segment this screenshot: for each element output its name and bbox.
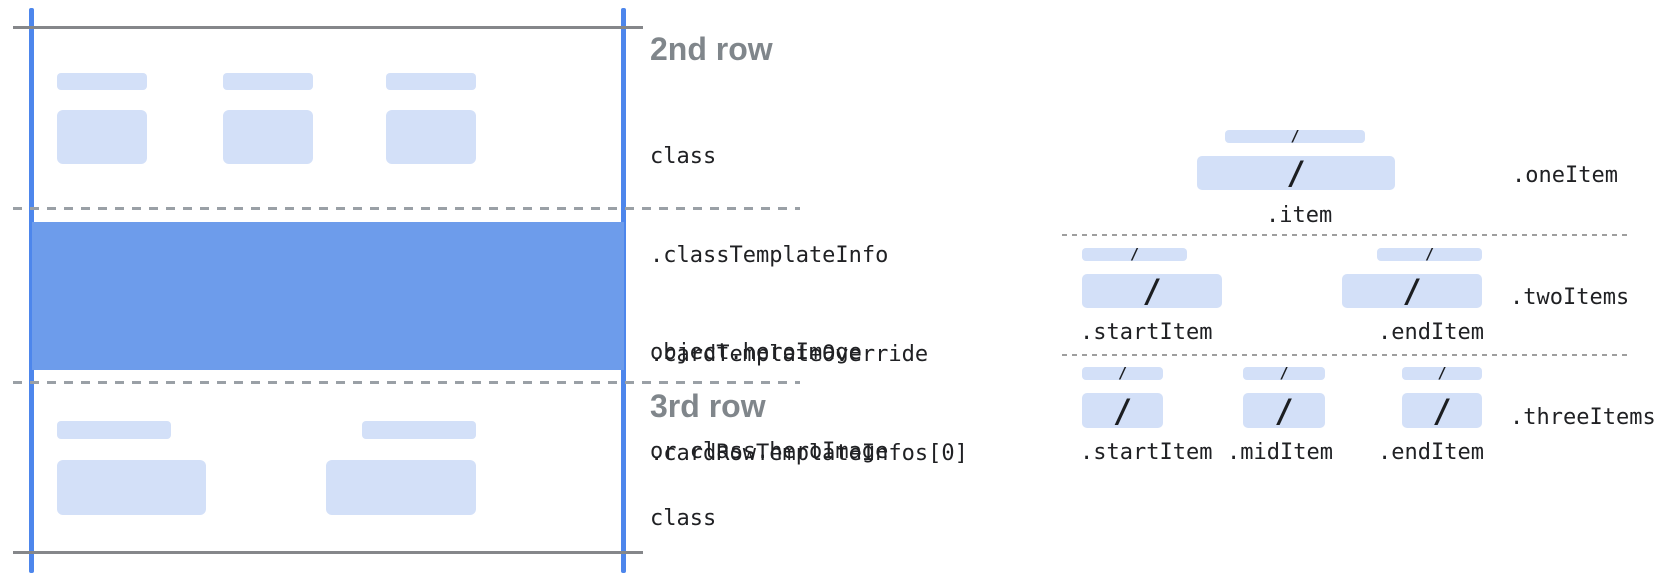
- three-items-mid-label: .midItem: [1227, 440, 1333, 465]
- row2-col1-label-placeholder: [57, 73, 147, 90]
- card-bottom-boundary-line: [13, 551, 643, 554]
- hero-code-block: object.heroImage or class.heroImage: [650, 270, 888, 534]
- row3-heading: 3rd row: [650, 388, 766, 424]
- three-items-end-label-bar: /: [1402, 364, 1482, 382]
- one-item-label-bar: /: [1225, 127, 1365, 145]
- row2-code-line: class: [650, 144, 717, 169]
- row2-col1-value-placeholder: [57, 110, 147, 164]
- row3-col2-label-placeholder: [362, 421, 476, 439]
- row2-col3-label-placeholder: [386, 73, 476, 90]
- slash-placeholder-icon: /: [1142, 272, 1162, 310]
- slash-placeholder-icon: /: [1402, 272, 1422, 310]
- three-items-end-label: .endItem: [1378, 440, 1484, 465]
- one-item-item-label: .item: [1266, 203, 1333, 228]
- row3-col1-label-placeholder: [57, 421, 171, 439]
- row2-code-line: .classTemplateInfo: [650, 243, 889, 268]
- row3-col1-value-placeholder: [57, 460, 206, 515]
- row2-col2-label-placeholder: [223, 73, 313, 90]
- slash-placeholder-icon: /: [1290, 127, 1300, 145]
- row3-code-block: class .classTemplateInfo .cardTemplateOv…: [650, 436, 968, 584]
- three-items-section-label: .threeItems: [1510, 405, 1656, 430]
- hero-image-band: [32, 222, 624, 370]
- row2-code-line: .cardTemplateOverride: [650, 342, 929, 367]
- two-items-end-label: .endItem: [1378, 320, 1484, 345]
- one-two-divider-dashed-line: [1062, 234, 1628, 236]
- slash-placeholder-icon: /: [1432, 391, 1452, 430]
- one-item-section-label: .oneItem: [1512, 163, 1618, 188]
- three-items-start-label: .startItem: [1080, 440, 1213, 465]
- slash-placeholder-icon: /: [1437, 364, 1447, 382]
- slash-placeholder-icon: /: [1274, 391, 1294, 430]
- two-items-start-label: .startItem: [1080, 320, 1213, 345]
- one-item-value-bar: /: [1197, 156, 1395, 190]
- three-items-mid-value-bar: /: [1243, 393, 1325, 428]
- slash-placeholder-icon: /: [1279, 364, 1289, 382]
- row2-hero-divider-dashed-line: [13, 207, 800, 210]
- slash-placeholder-icon: /: [1424, 245, 1435, 263]
- slash-placeholder-icon: /: [1112, 391, 1133, 430]
- two-items-start-value-bar: /: [1082, 274, 1222, 308]
- row2-code-line: .cardRowTemplateInfos[0]: [650, 441, 968, 466]
- row3-code-line: class: [650, 506, 717, 531]
- three-items-start-label-bar: /: [1082, 364, 1163, 382]
- card-left-margin-line: [29, 8, 34, 573]
- two-items-end-value-bar: /: [1342, 274, 1482, 308]
- slash-placeholder-icon: /: [1286, 154, 1306, 192]
- three-items-end-value-bar: /: [1402, 393, 1482, 428]
- hero-row3-divider-dashed-line: [13, 381, 800, 384]
- two-three-divider-dashed-line: [1062, 354, 1628, 356]
- row2-col2-value-placeholder: [223, 110, 313, 164]
- slash-placeholder-icon: /: [1117, 364, 1128, 382]
- hero-code-line: or class.heroImage: [650, 439, 889, 464]
- row2-heading: 2nd row: [650, 31, 773, 67]
- card-top-boundary-line: [13, 26, 643, 29]
- two-items-end-label-bar: /: [1377, 245, 1482, 263]
- two-items-start-label-bar: /: [1082, 245, 1187, 263]
- two-items-section-label: .twoItems: [1510, 285, 1630, 310]
- slash-placeholder-icon: /: [1129, 245, 1140, 263]
- three-items-mid-label-bar: /: [1243, 364, 1325, 382]
- three-items-start-value-bar: /: [1082, 393, 1163, 428]
- hero-code-line: object.heroImage: [650, 340, 862, 365]
- row2-col3-value-placeholder: [386, 110, 476, 164]
- row2-code-block: class .classTemplateInfo .cardTemplateOv…: [650, 74, 968, 536]
- row3-col2-value-placeholder: [326, 460, 476, 515]
